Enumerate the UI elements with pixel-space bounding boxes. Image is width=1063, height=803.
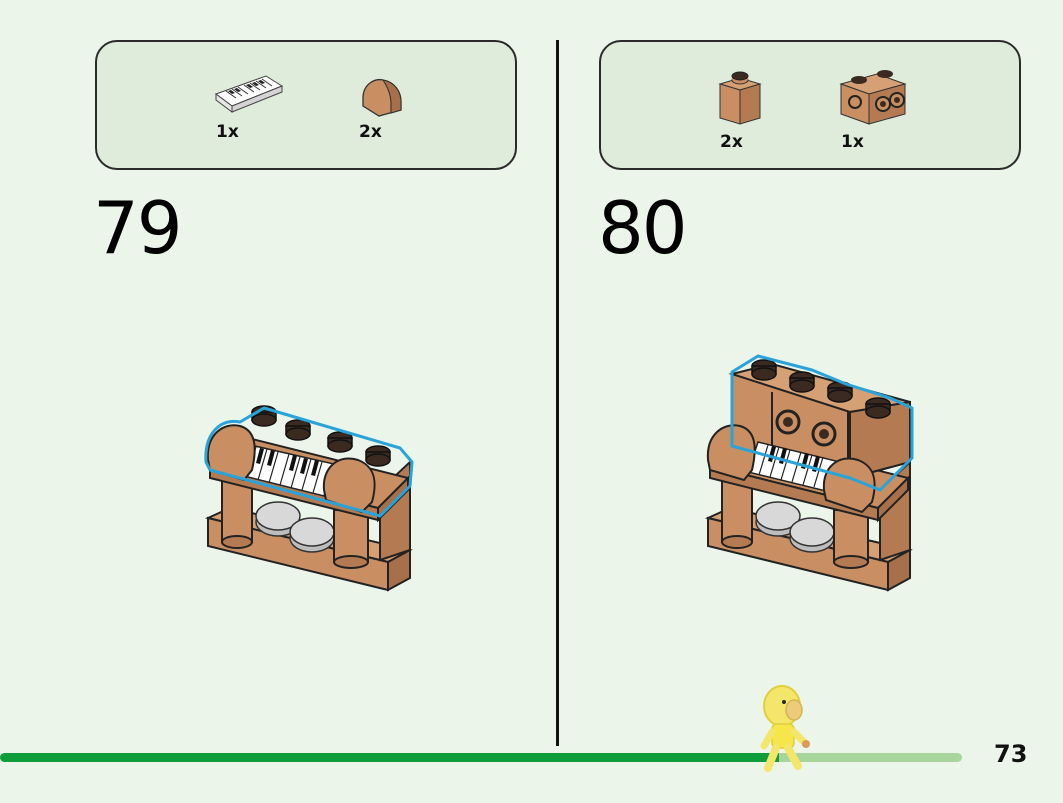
curved-slope-brick-icon [357, 76, 407, 118]
parts-callout-step-79: 1x 2x [95, 40, 517, 170]
part-qty: 2x [359, 122, 382, 142]
brick-1x1-icon [716, 70, 764, 128]
brick-with-side-studs-icon [837, 66, 909, 128]
step-number-79: 79 [93, 186, 183, 270]
part-qty: 2x [720, 132, 743, 152]
model-step-80 [700, 350, 920, 599]
progress-bar-fill [0, 753, 780, 762]
part-qty: 1x [216, 122, 239, 142]
part-qty: 1x [841, 132, 864, 152]
parts-callout-step-80: 2x 1x [599, 40, 1021, 170]
piano-tile-icon [214, 72, 284, 114]
model-step-79 [200, 400, 415, 599]
mascot-figure-icon [758, 684, 814, 782]
page-number: 73 [994, 740, 1028, 768]
page-divider [556, 40, 559, 746]
step-number-80: 80 [598, 186, 688, 270]
